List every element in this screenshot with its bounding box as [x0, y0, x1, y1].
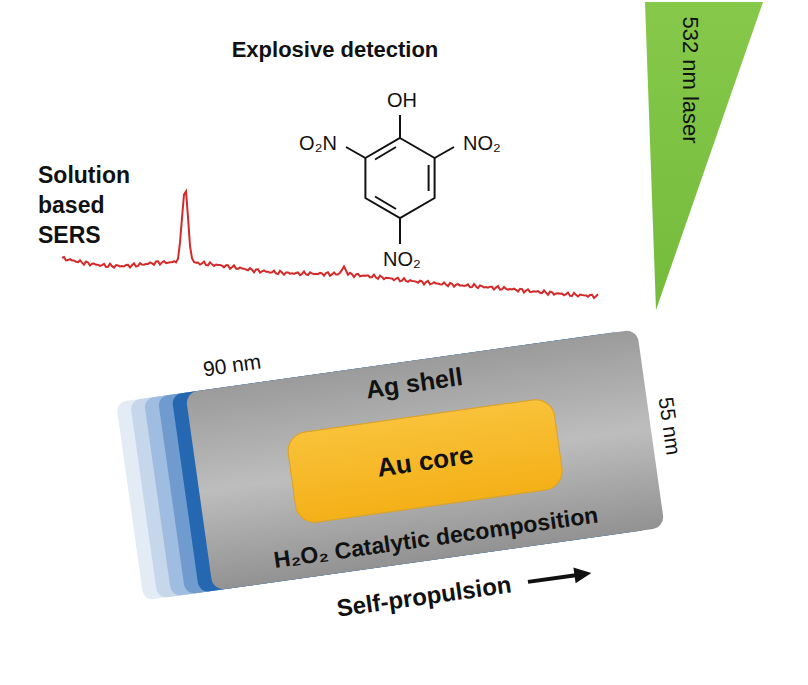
double-bond	[428, 165, 430, 191]
motion-label: Self-propulsion	[335, 570, 513, 623]
spectrum-line	[62, 191, 598, 298]
node-text: Ag shell	[364, 362, 464, 404]
propulsion-arrow	[528, 575, 578, 582]
laser-triangle	[642, 0, 766, 314]
chemical-group: NO₂	[383, 247, 421, 271]
sers-spectrum	[62, 191, 598, 298]
double-bond	[375, 197, 396, 210]
chemical-group: O₂N	[299, 131, 337, 155]
chemical-group: NO₂	[463, 131, 501, 155]
bond	[435, 147, 454, 158]
picric-acid-structure	[346, 115, 454, 244]
node-text: 532 nm laser	[677, 16, 703, 143]
heading-label: Explosive detection	[232, 37, 439, 63]
dimension-label: 55 nm	[653, 395, 686, 456]
laser-cone	[645, 2, 763, 310]
arrow-head	[573, 565, 592, 583]
side-label: Solution based SERS	[38, 160, 140, 250]
dimension-label: 90 nm	[201, 348, 262, 381]
laser-beam: 532 nm laser	[642, 0, 766, 314]
benzene-ring	[365, 138, 434, 218]
chemical-group: OH	[387, 88, 417, 112]
bond	[399, 218, 401, 244]
double-bond	[375, 147, 396, 160]
bond	[399, 115, 401, 138]
node-text: Au core	[375, 439, 475, 483]
au-core-box: Au core	[285, 397, 565, 526]
bond	[346, 147, 365, 158]
